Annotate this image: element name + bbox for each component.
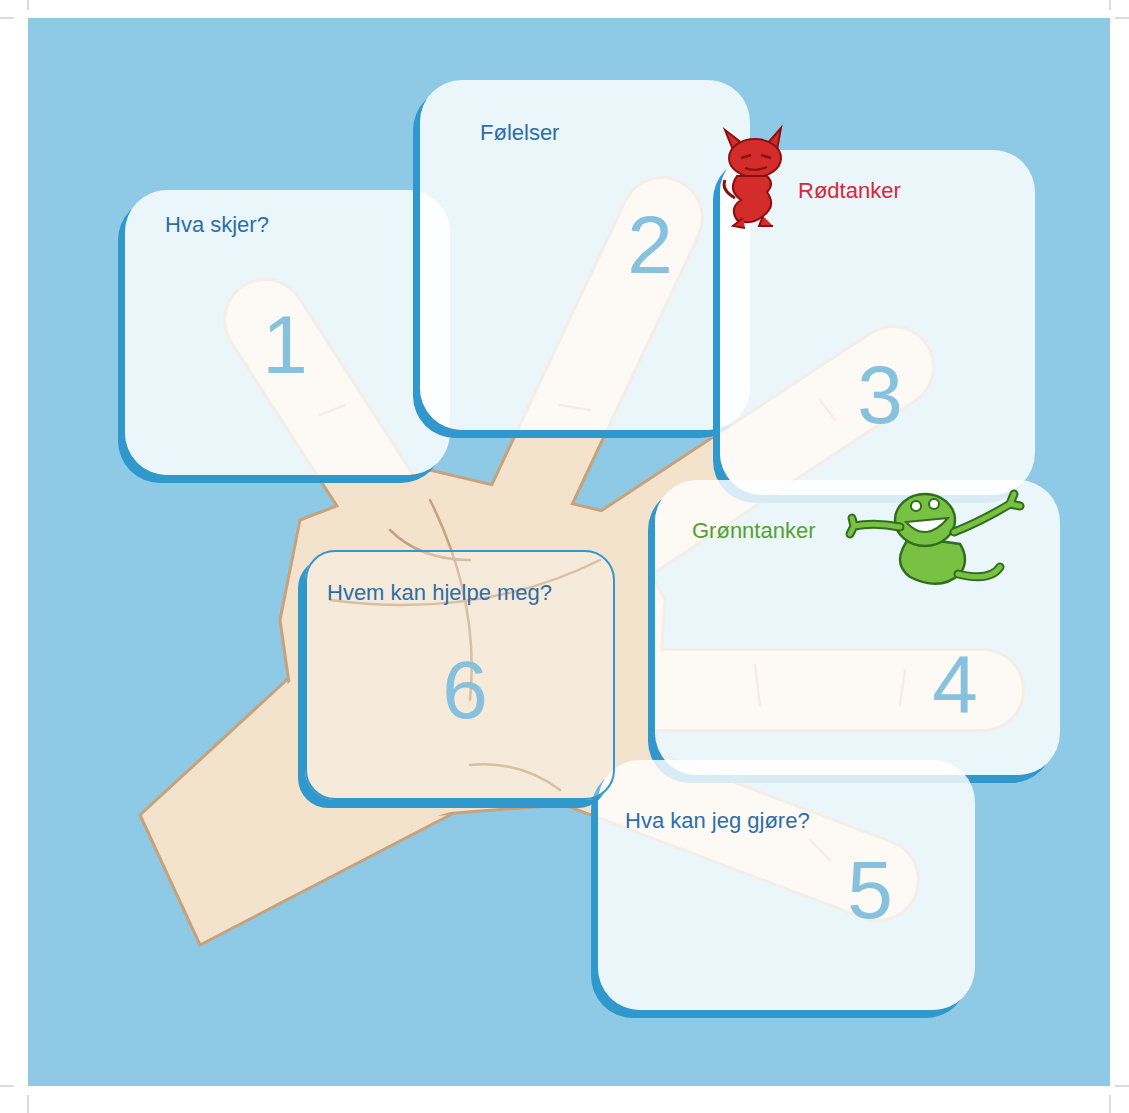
green-figure: [850, 494, 1020, 584]
box-heading: Hva skjer?: [165, 212, 269, 238]
step-box: Følelser: [420, 80, 750, 430]
finger-number: 6: [442, 644, 488, 735]
box-heading: Grønntanker: [692, 518, 816, 544]
background-panel: [28, 18, 1110, 1086]
finger-number: 5: [847, 844, 893, 935]
finger-number: 2: [627, 199, 673, 290]
step-box: Hva kan jeg gjøre?: [598, 760, 975, 1010]
box-heading: Hva kan jeg gjøre?: [625, 808, 810, 834]
red-devil: [724, 128, 781, 228]
box-heading: Rødtanker: [798, 178, 901, 204]
finger-number: 1: [262, 299, 308, 390]
finger-number: 3: [857, 349, 903, 440]
finger-number: 4: [932, 639, 978, 730]
box-heading: Følelser: [480, 120, 559, 146]
box-heading: Hvem kan hjelpe meg?: [327, 580, 552, 606]
